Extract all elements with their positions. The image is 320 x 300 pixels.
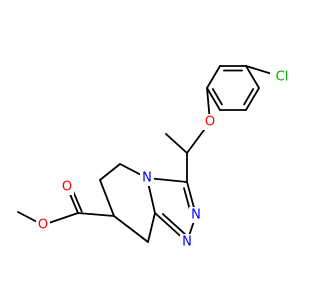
triazole-nitrogen-lower-label: N: [182, 235, 192, 250]
triazole-nitrogen-upper-atom: N: [189, 207, 203, 223]
ether-oxygen-label: O: [205, 115, 215, 130]
carbonyl-oxygen-label: O: [62, 180, 72, 195]
single-bond: [99, 179, 115, 217]
carbonyl-oxygen-atom: O: [60, 179, 74, 195]
molecule-structure-diagram: Cl O N N N O O: [17, 65, 294, 250]
single-bond: [147, 212, 156, 243]
single-bond: [77, 212, 115, 217]
ether-oxygen-atom: O: [203, 114, 217, 130]
double-bond-inner-line: [211, 88, 223, 106]
double-bond: [245, 87, 260, 111]
single-bond: [165, 133, 188, 154]
double-bond-inner-line: [161, 213, 187, 236]
ring-nitrogen-atom: N: [140, 170, 154, 186]
chlorine-label: Cl: [276, 70, 289, 85]
double-bond: [206, 87, 221, 111]
single-bond: [206, 65, 221, 89]
double-bond-inner-line: [243, 88, 255, 106]
atom-label-layer: Cl O N N N O O: [36, 69, 294, 250]
bond-layer: [17, 65, 283, 243]
ester-oxygen-atom: O: [36, 217, 50, 233]
chlorine-atom: Cl: [270, 69, 294, 85]
triazole-nitrogen-upper-label: N: [191, 208, 201, 223]
single-bond: [245, 65, 260, 89]
ring-nitrogen-label: N: [142, 171, 152, 186]
single-bond: [99, 163, 121, 181]
single-bond: [113, 215, 149, 243]
ester-oxygen-label: O: [38, 218, 48, 233]
triazole-nitrogen-lower-atom: N: [180, 234, 194, 250]
